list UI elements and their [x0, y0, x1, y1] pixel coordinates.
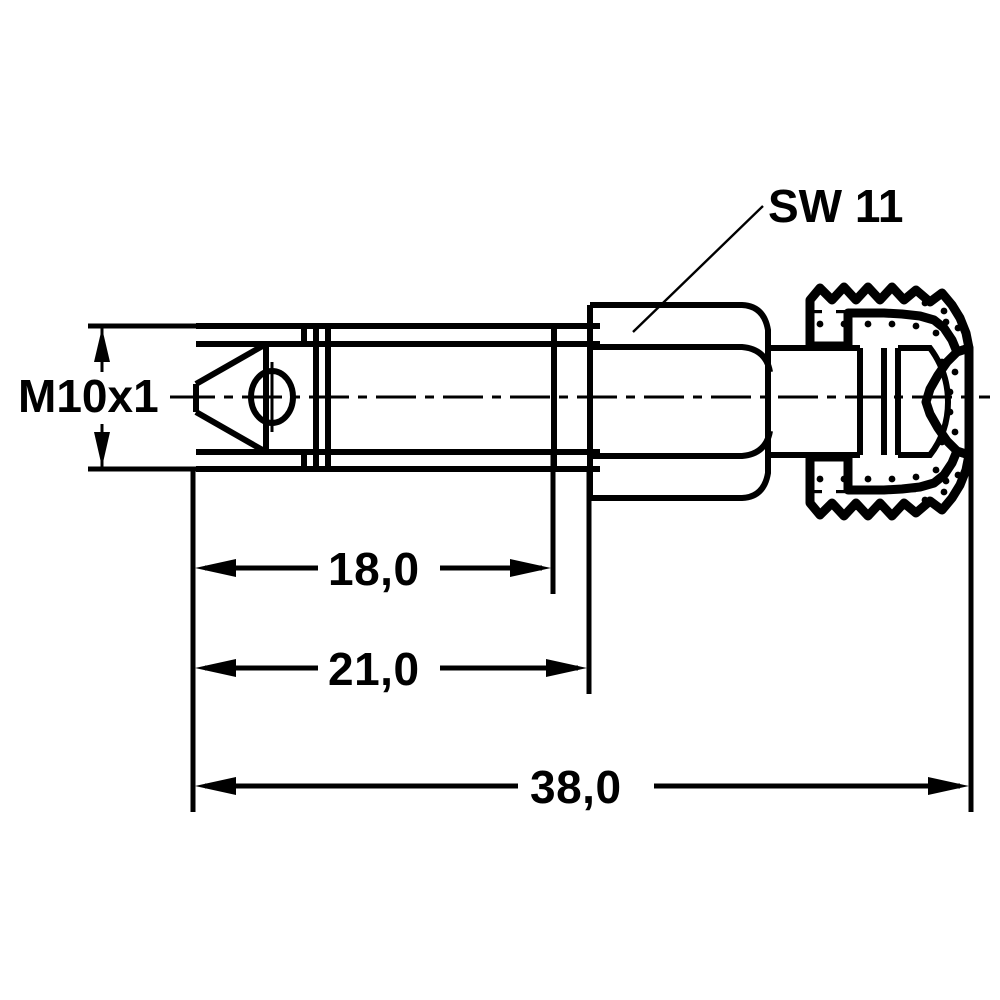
wrench-size-leader — [632, 205, 764, 333]
dimension-21: 21,0 — [195, 643, 587, 695]
dimension-38-value: 38,0 — [530, 761, 622, 813]
dust-cap-stipple-upper — [812, 296, 962, 346]
thread-diameter-dimension — [94, 326, 110, 469]
dimension-18: 18,0 — [195, 543, 551, 595]
dimension-18-value: 18,0 — [328, 543, 420, 595]
dust-cap-stipple-nose — [932, 358, 959, 446]
shaft-to-hex-step — [551, 305, 593, 498]
wrench-size-label: SW 11 — [768, 180, 904, 232]
dimension-38: 38,0 — [195, 761, 969, 813]
dimension-21-value: 21,0 — [328, 643, 420, 695]
dust-cap-stipple-lower — [812, 457, 962, 507]
length-dimension-extension-lines — [190, 420, 974, 812]
thread-spec-label: M10x1 — [18, 370, 159, 422]
hex-body — [590, 302, 773, 501]
dust-cap — [805, 282, 974, 521]
